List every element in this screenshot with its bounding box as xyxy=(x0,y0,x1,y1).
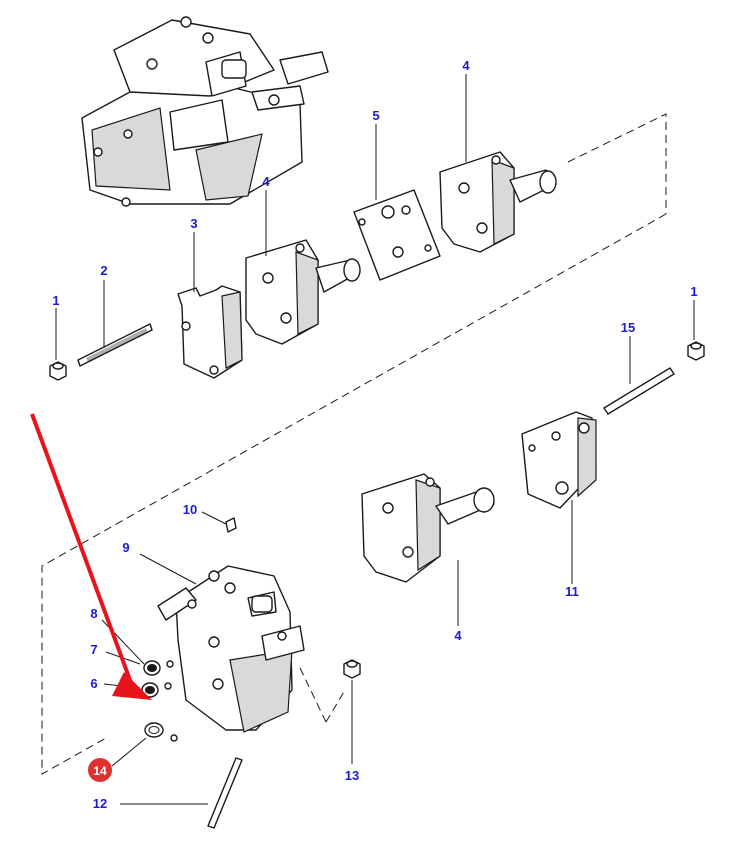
callout-4-top: 4 xyxy=(462,58,470,73)
seal-8 xyxy=(143,660,174,676)
callout-5: 5 xyxy=(372,108,379,123)
inlet-body-9 xyxy=(157,565,305,733)
callout-labels: 1 2 3 4 5 4 1 15 10 9 8 7 6 14 12 13 4 1… xyxy=(52,58,697,811)
section-valve-bottom xyxy=(361,473,495,583)
plug-10 xyxy=(225,517,237,533)
separator-plate-5 xyxy=(353,189,441,281)
callout-1-left: 1 xyxy=(52,293,59,308)
end-cover-11 xyxy=(521,411,597,509)
nut-1-right xyxy=(687,341,705,361)
callout-15: 15 xyxy=(621,320,635,335)
callout-4-mid: 4 xyxy=(262,174,270,189)
callout-6: 6 xyxy=(90,676,97,691)
callout-4-bottom: 4 xyxy=(454,628,462,643)
callout-14: 14 xyxy=(93,764,107,778)
o-ring-14 xyxy=(144,722,178,742)
callout-7: 7 xyxy=(90,642,97,657)
end-cover-3 xyxy=(177,285,243,379)
callout-13: 13 xyxy=(345,768,359,783)
section-valve-mid xyxy=(245,239,361,345)
seal-7 xyxy=(141,682,172,698)
nut-13 xyxy=(343,659,361,679)
callout-9: 9 xyxy=(122,540,129,555)
highlight-badge-icon xyxy=(88,758,112,782)
callout-2: 2 xyxy=(100,263,107,278)
section-valve-top xyxy=(439,151,557,253)
upper-valve-block xyxy=(81,16,329,207)
nut-1-left xyxy=(49,361,67,381)
assembly-boundary xyxy=(41,113,667,775)
callout-3: 3 xyxy=(190,216,197,231)
callout-12: 12 xyxy=(93,796,107,811)
callout-11: 11 xyxy=(565,584,579,599)
callout-10: 10 xyxy=(183,502,197,517)
tie-rod-2 xyxy=(77,323,153,367)
callout-1-right: 1 xyxy=(690,284,697,299)
tie-rod-15 xyxy=(603,367,675,415)
red-pointer-arrow-icon xyxy=(30,413,152,700)
tie-rod-12 xyxy=(207,757,243,829)
callout-8: 8 xyxy=(90,606,97,621)
